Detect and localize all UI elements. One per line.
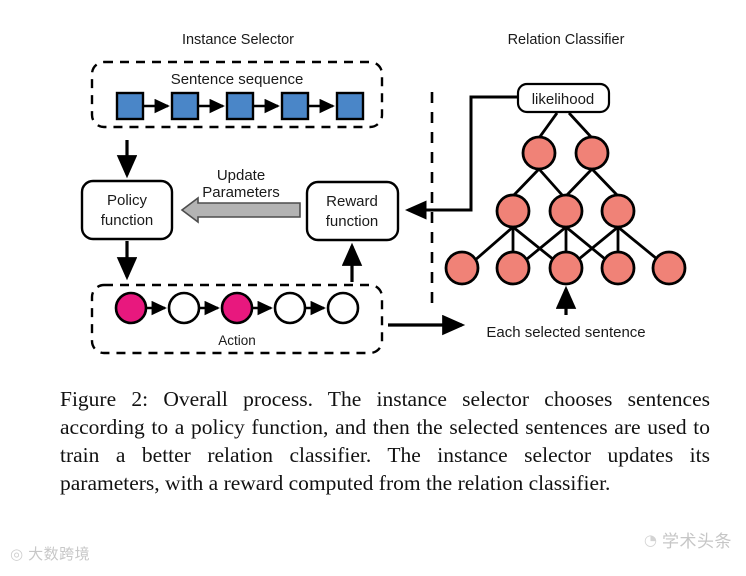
- action-node-unselected: [273, 291, 307, 325]
- watermark-left-logo-icon: ◎: [10, 544, 24, 563]
- classifier-node-layer3: [495, 250, 531, 286]
- classifier-edge: [511, 168, 541, 197]
- classifier-node-layer1: [574, 135, 610, 171]
- watermark-right: ◔ 学术头条: [643, 527, 732, 553]
- classifier-edge: [590, 168, 620, 197]
- watermark-right-logo-icon: ◔: [643, 530, 657, 549]
- classifier-node-layer2: [548, 193, 584, 229]
- classifier-edge: [537, 168, 565, 197]
- sentence-node: [280, 91, 310, 121]
- panel-title-relation-classifier: Relation Classifier: [508, 32, 625, 48]
- figure-caption-text: Figure 2: Overall process. The instance …: [60, 387, 710, 495]
- action-node-unselected: [167, 291, 201, 325]
- watermark-left: ◎ 大数跨境: [10, 543, 90, 564]
- action-node-selected: [114, 291, 148, 325]
- action-node-unselected: [326, 291, 360, 325]
- update-parameters-label-line2: Parameters: [202, 184, 280, 201]
- policy-function-box: [80, 179, 174, 241]
- classifier-edge: [537, 112, 559, 139]
- panel-title-instance-selector: Instance Selector: [182, 32, 294, 48]
- classifier-node-layer2: [495, 193, 531, 229]
- policy-function-label-line1: Policy: [107, 192, 148, 209]
- classifier-edges: [465, 112, 669, 270]
- likelihood-label: likelihood: [532, 91, 595, 108]
- classifier-node-layer2: [600, 193, 636, 229]
- figure-diagram: Instance Selector Relation Classifier Se…: [80, 32, 687, 355]
- classifier-node-layer3: [600, 250, 636, 286]
- watermark-right-text: 学术头条: [662, 532, 732, 552]
- reward-function-label-line1: Reward: [326, 193, 378, 210]
- sentence-sequence-label: Sentence sequence: [171, 71, 304, 88]
- classifier-nodes: [444, 135, 687, 286]
- update-parameters-arrow: [180, 196, 301, 224]
- likelihood-box: [516, 82, 611, 114]
- figure-caption: Figure 2: Overall process. The instance …: [60, 386, 710, 498]
- reward-function-box: [305, 180, 400, 242]
- policy-function-label-line2: function: [101, 212, 154, 229]
- action-node-selected: [220, 291, 254, 325]
- sentence-node: [335, 91, 365, 121]
- arrow-likelihood-to-reward: [404, 95, 519, 220]
- classifier-node-layer3: [548, 250, 584, 286]
- sentence-node: [170, 91, 200, 121]
- classifier-node-layer3: [444, 250, 480, 286]
- each-selected-sentence-label: Each selected sentence: [486, 324, 645, 341]
- classifier-edge: [564, 168, 594, 197]
- classifier-node-layer3: [651, 250, 687, 286]
- sentence-node: [115, 91, 145, 121]
- sentence-node: [225, 91, 255, 121]
- classifier-node-layer1: [521, 135, 557, 171]
- action-node-list: [114, 291, 360, 325]
- sentence-sequence-box: [90, 60, 384, 129]
- update-parameters-label-line1: Update: [217, 167, 265, 184]
- watermark-left-text: 大数跨境: [28, 545, 91, 563]
- reward-function-label-line2: function: [326, 213, 379, 230]
- sentence-node-list: [115, 91, 365, 121]
- action-box: [90, 283, 384, 355]
- classifier-edge: [567, 112, 594, 139]
- action-label: Action: [218, 333, 256, 348]
